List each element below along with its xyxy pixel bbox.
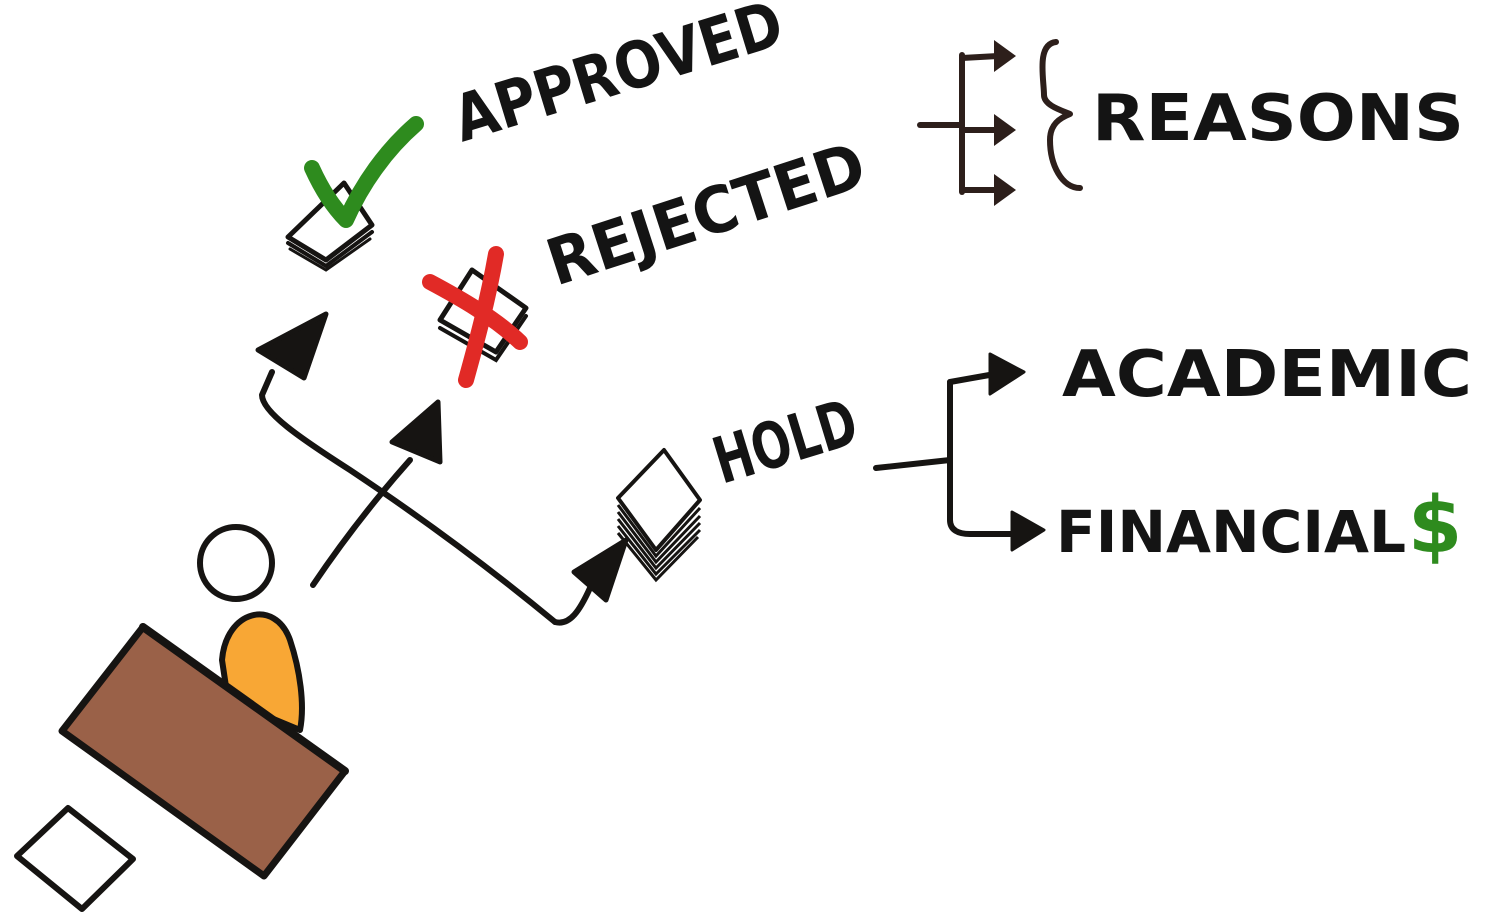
check-mark-icon — [304, 116, 424, 228]
dollar-sign: $ — [1408, 481, 1462, 571]
hold-label: HOLD — [705, 386, 866, 499]
approved-label: APPROVED — [445, 0, 792, 157]
arrowhead-approved — [255, 311, 329, 381]
reasons-label: REASONS — [1092, 82, 1464, 156]
arrow-to-hold — [552, 585, 593, 626]
x-mark-icon — [422, 246, 528, 388]
rejected-label: REJECTED — [538, 129, 875, 301]
academic-label: ACADEMIC — [1062, 338, 1472, 412]
arrow-to-rejected — [310, 457, 413, 588]
arrow-to-approved — [259, 369, 558, 625]
reasons-bracket — [917, 40, 1016, 206]
person-head — [197, 524, 275, 602]
paper-stack-icon — [616, 448, 702, 583]
curly-brace-icon — [1039, 39, 1083, 191]
arrowhead-hold — [571, 537, 629, 603]
decision-arrows — [255, 311, 629, 626]
financial-label: FINANCIAL — [1056, 498, 1406, 566]
person-at-desk — [58, 524, 349, 880]
arrowhead-rejected — [389, 399, 443, 465]
incoming-paper — [14, 805, 136, 912]
hold-branch — [873, 352, 1046, 552]
